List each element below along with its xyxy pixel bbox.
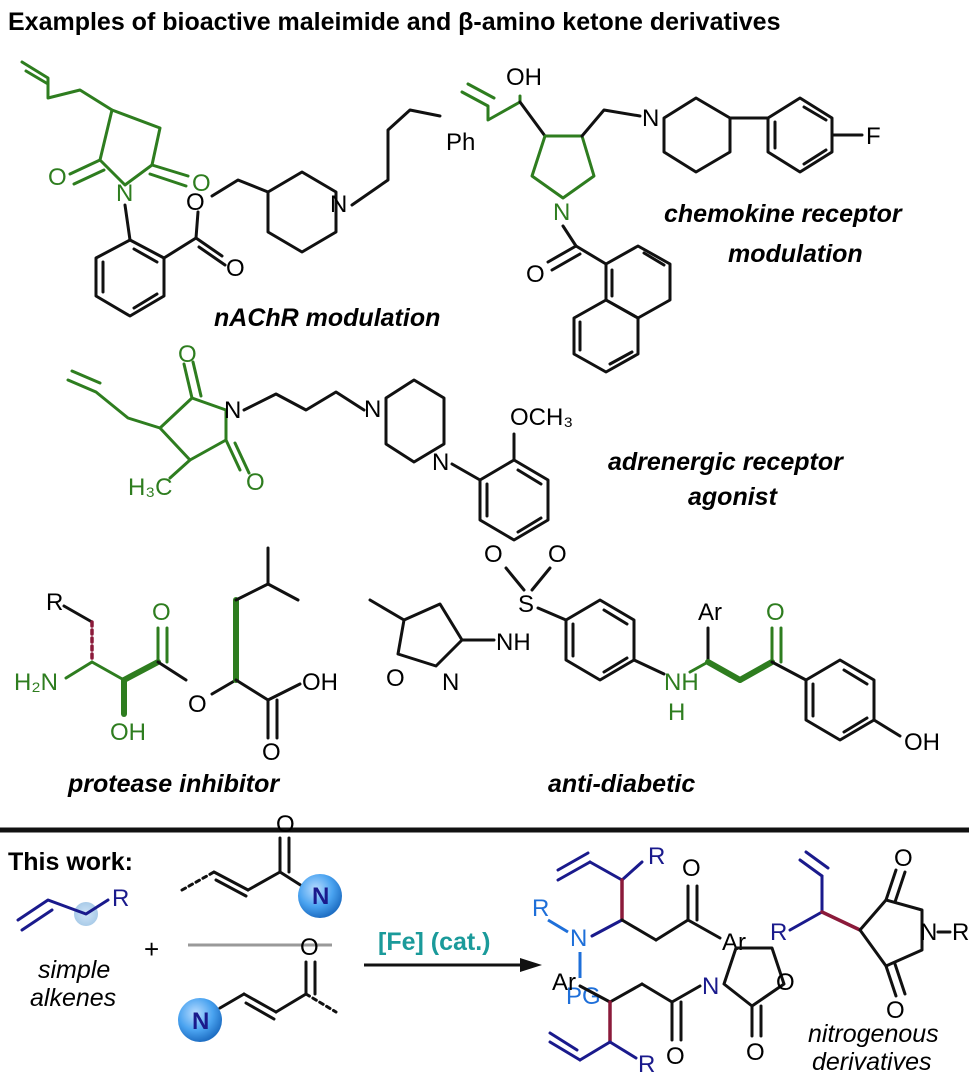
atom-o-product-a: O [682,855,701,882]
atom-o-ring: O [776,969,795,996]
atom-o-protease-ester: O [152,599,171,626]
atom-o-maleimide-bottom: O [886,997,905,1024]
atom-ar-product-c: Ar [552,969,576,996]
atom-oh-acid: OH [302,669,338,696]
atom-n-piperidine-2: N [642,105,659,132]
enone-acceptor-bottom: N O [178,934,338,1042]
atom-o-amide: O [526,261,545,288]
atom-f: F [866,123,881,150]
reaction-arrow: [Fe] (cat.) [364,928,542,972]
label-simple-2: alkenes [30,984,116,1012]
atom-o-ester-carbonyl: O [226,255,245,282]
atom-ph: Ph [446,129,475,156]
label-chemokine-2: modulation [728,240,863,268]
atom-o-maleimide-top: O [894,845,913,872]
atom-nh-sulfonamide: NH [496,629,531,656]
atom-n-isoxazole: N [442,669,459,696]
nitrogen-ball-top [298,874,342,918]
product-oxazolidinone: Ar O N O O R [548,946,795,1078]
atom-r-product-a: R [648,843,665,870]
atom-rp: R' [952,919,969,946]
atom-oh-protease: OH [110,719,146,746]
atom-n-pip-2: N [432,449,449,476]
atom-n-maleimide: N [920,919,937,946]
plus-sign: + [144,934,159,964]
enone-acceptor-top: O N [180,811,342,918]
atom-o-isoxazole: O [386,665,405,692]
atom-n-pyrrolidine: N [553,199,570,226]
atom-oh-phenol: OH [904,729,940,756]
atom-o-oxazolidinone: O [746,1039,765,1066]
protease-molecule: R H₂N OH O O OH O protease inhibitor [14,546,338,798]
atom-o-ketone-diabetic: O [766,599,785,626]
atom-o-imide-right: O [192,170,211,197]
label-nitrogenous-2: derivatives [812,1048,932,1076]
atom-n-piperidine: N [330,191,347,218]
atom-o-succ-top: O [178,341,197,368]
chemokine-molecule: OH N N F O chemokine receptor modulation [460,64,903,374]
atom-o-acceptor-bottom: O [300,934,319,961]
atom-r-n-product-a: R [532,895,549,922]
product-maleimide: R O O N R' [770,845,969,1024]
atom-oh-allyl: OH [506,64,542,91]
atom-ar-diabetic: Ar [698,599,722,626]
atom-o-acid: O [262,739,281,766]
atom-h3c: H₃C [128,474,172,501]
simple-alkene: R simple alkenes [16,885,129,1012]
atom-o-sulfonyl-2: O [548,541,567,568]
atom-h-amine: H [668,699,685,726]
this-work-heading: This work: [8,848,133,876]
label-chemokine-1: chemokine receptor [664,200,903,228]
atom-o-succ-bot: O [246,469,265,496]
atom-n-pip-1: N [364,396,381,423]
label-simple-1: simple [38,956,110,984]
atom-h2n: H₂N [14,669,58,696]
label-adrenergic-1: adrenergic receptor [608,448,844,476]
atom-r-product-b: R [770,919,787,946]
catalyst-label: [Fe] (cat.) [378,928,491,956]
label-nachr: nAChR modulation [214,304,440,332]
nachr-molecule: O O N O O N Ph nAChR modulation [20,60,475,332]
label-antidiabetic: anti-diabetic [548,770,695,798]
label-adrenergic-2: agonist [688,483,779,511]
antidiabetic-molecule: O N NH S O O NH H Ar O OH anti-diabetic [368,541,940,798]
atom-o-ester: O [186,189,205,216]
atom-n-ball-top: N [312,883,329,910]
adrenergic-molecule: O O N H₃C N N OCH₃ adrenergic receptor a… [66,341,844,542]
atom-n-product-a: N [570,925,587,952]
atom-o-imide-left: O [48,164,67,191]
nitrogen-ball-bottom [178,998,222,1042]
atom-o-product-c-carbonyl: O [666,1043,685,1070]
atom-s: S [518,591,534,618]
label-protease: protease inhibitor [67,770,280,798]
atom-o-acceptor-top: O [276,811,295,838]
atom-o-link: O [188,691,207,718]
atom-n-ball-bottom: N [192,1008,209,1035]
atom-o-sulfonyl-1: O [484,541,503,568]
atom-r-alkene: R [112,885,129,912]
atom-n-imide: N [116,180,133,207]
atom-n-oxazolidinone: N [702,973,719,1000]
atom-n-succ: N [224,397,241,424]
atom-nh-amine: NH [664,669,699,696]
label-nitrogenous-1: nitrogenous [808,1020,939,1048]
atom-r-protease: R [46,589,63,616]
arrow-head [520,958,542,972]
atom-och3: OCH₃ [510,404,573,431]
figure-title: Examples of bioactive maleimide and β-am… [8,8,780,36]
atom-r-product-c: R [638,1051,655,1078]
